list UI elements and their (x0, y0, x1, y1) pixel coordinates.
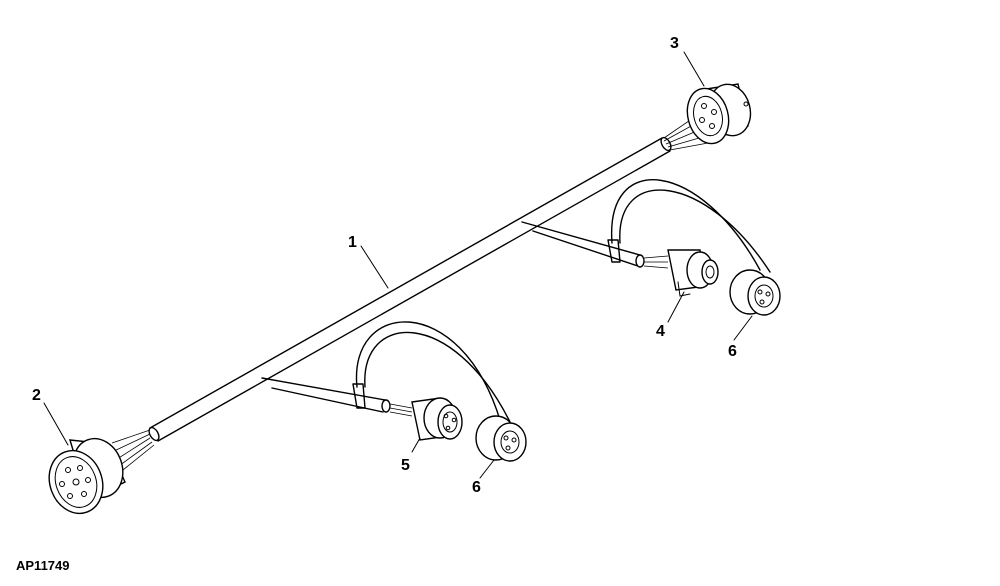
connector-6-left (475, 415, 527, 462)
connector-5 (411, 397, 463, 441)
left-branch (261, 321, 511, 423)
callout-4: 4 (656, 323, 665, 340)
callout-1: 1 (348, 234, 357, 251)
connector-4 (667, 249, 719, 297)
right-branch (521, 179, 771, 273)
leader-lines (43, 51, 753, 479)
callout-6a: 6 (728, 343, 737, 360)
connector-6-right (729, 269, 781, 316)
callout-2: 2 (32, 387, 41, 404)
callout-5: 5 (401, 457, 410, 474)
callout-3: 3 (670, 35, 679, 52)
main-harness-trunk (148, 136, 672, 442)
figure-id: AP11749 (16, 558, 70, 573)
callout-6b: 6 (472, 479, 481, 496)
callout-labels: 1 2 3 4 5 6 6 (32, 35, 737, 496)
connector-3 (663, 83, 752, 151)
connector-2 (48, 429, 155, 515)
